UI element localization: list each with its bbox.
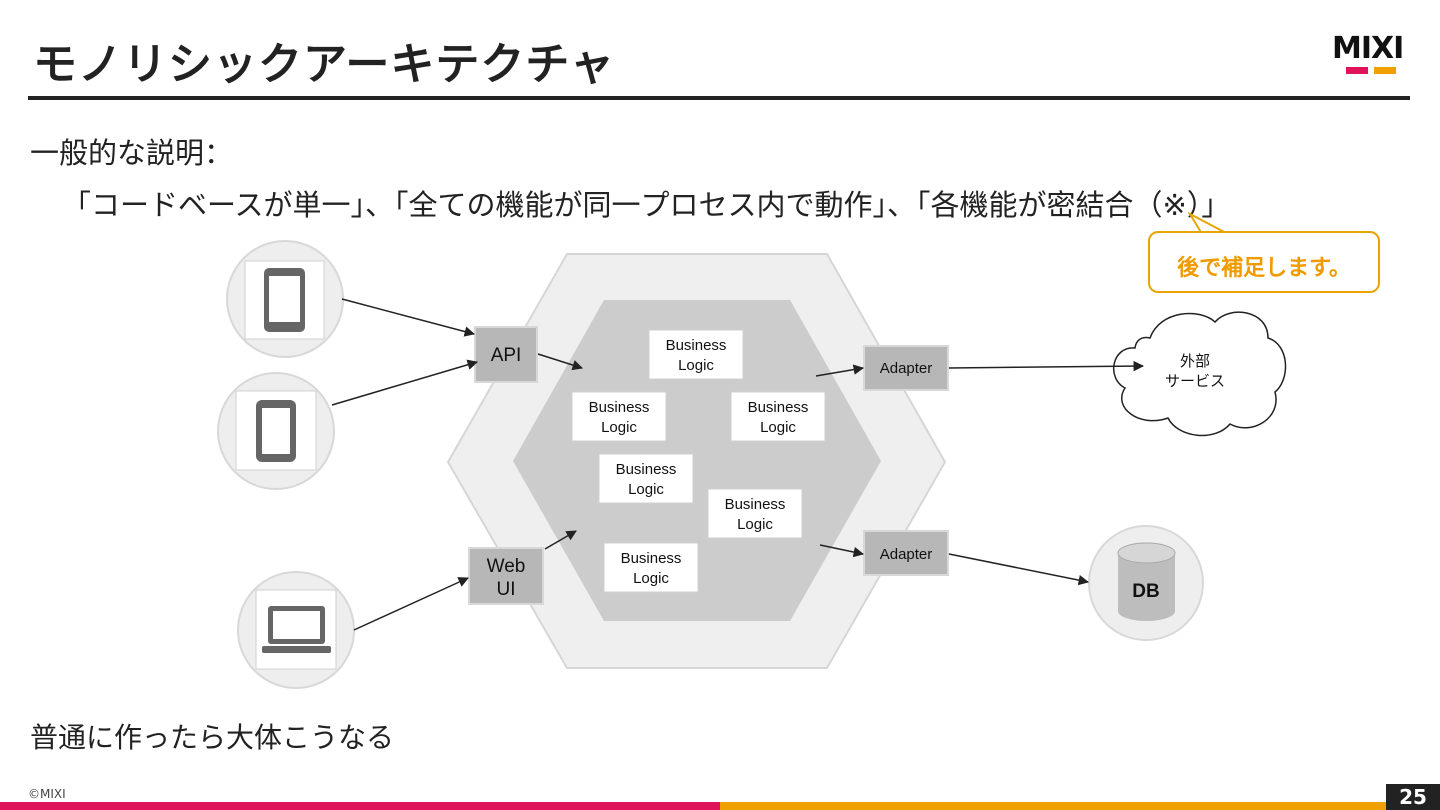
adapter-top-box: [863, 345, 949, 391]
client-laptop: [237, 571, 355, 689]
business-logic-line1: Business: [666, 337, 727, 354]
client-smartphone: [226, 240, 344, 358]
business-logic-line1: Business: [621, 550, 682, 567]
inner-hexagon: [513, 300, 881, 621]
arrow-phone-to-api: [341, 298, 476, 337]
description-heading: 一般的な説明：: [30, 136, 234, 170]
logo-wordmark: MIXI: [1332, 31, 1404, 66]
title-divider: [28, 96, 1410, 100]
business-logic-box: Business Logic: [730, 391, 826, 442]
arrow-logic-to-adapter-bottom: [819, 544, 865, 558]
logo-orange-bar: [1374, 67, 1396, 74]
client-tablet: [217, 372, 335, 490]
footer-note: 普通に作ったら大体こうなる: [30, 721, 395, 754]
arrow-tablet-to-api: [331, 359, 479, 406]
business-logic-line2: Logic: [737, 516, 773, 533]
db-label: DB: [1132, 581, 1159, 602]
webui-box: [468, 547, 544, 605]
callout-text: 後で補足します。: [1177, 256, 1351, 281]
external-service-line1: 外部: [1180, 353, 1210, 370]
arrow-adapter-to-external: [948, 360, 1145, 372]
business-logic-line2: Logic: [633, 570, 669, 587]
webui-label-line2: UI: [497, 579, 516, 600]
business-logic-box: Business Logic: [598, 453, 694, 504]
api-label: API: [491, 345, 522, 366]
bottom-bar-orange: [720, 802, 1440, 810]
description-body: 「コードベースが単一」、「全ての機能が同一プロセス内で動作」、「各機能が密結合（…: [62, 188, 1231, 222]
business-logic-box: Business Logic: [707, 488, 803, 539]
laptop-icon: [262, 606, 331, 653]
adapter-bottom-box: [863, 530, 949, 576]
api-box: [474, 326, 538, 383]
bottom-bar-red: [0, 802, 720, 810]
supplement-callout: 後で補足します。: [1148, 231, 1380, 293]
business-logic-line2: Logic: [601, 419, 637, 436]
business-logic-box: Business Logic: [603, 542, 699, 593]
adapter-bottom-label: Adapter: [880, 546, 933, 563]
business-logic-line1: Business: [725, 496, 786, 513]
smartphone-icon: [264, 268, 305, 332]
mixi-logo: MIXI: [1332, 34, 1412, 76]
logo-red-bar: [1346, 67, 1368, 74]
page-number: 25: [1386, 784, 1440, 810]
business-logic-line1: Business: [748, 399, 809, 416]
external-service-cloud: 外部 サービス: [1113, 311, 1287, 437]
business-logic-line2: Logic: [678, 357, 714, 374]
arrow-api-to-logic: [537, 353, 584, 371]
adapter-top-label: Adapter: [880, 360, 933, 377]
arrow-laptop-to-webui: [353, 577, 469, 631]
arrow-adapter-to-db: [948, 553, 1090, 586]
copyright: ©MIXI: [28, 787, 66, 801]
tablet-icon: [256, 400, 296, 462]
arrow-webui-to-logic: [544, 530, 577, 550]
business-logic-line2: Logic: [760, 419, 796, 436]
business-logic-line1: Business: [616, 461, 677, 478]
business-logic-box: Business Logic: [648, 329, 744, 380]
business-logic-line1: Business: [589, 399, 650, 416]
arrow-logic-to-adapter-top: [815, 364, 865, 377]
business-logic-box: Business Logic: [571, 391, 667, 442]
webui-label-line1: Web: [487, 556, 526, 577]
database: DB: [1088, 525, 1204, 641]
slide-title: モノリシックアーキテクチャ: [33, 39, 615, 90]
business-logic-line2: Logic: [628, 481, 664, 498]
database-icon: [1117, 542, 1176, 621]
external-service-line2: サービス: [1165, 373, 1225, 390]
